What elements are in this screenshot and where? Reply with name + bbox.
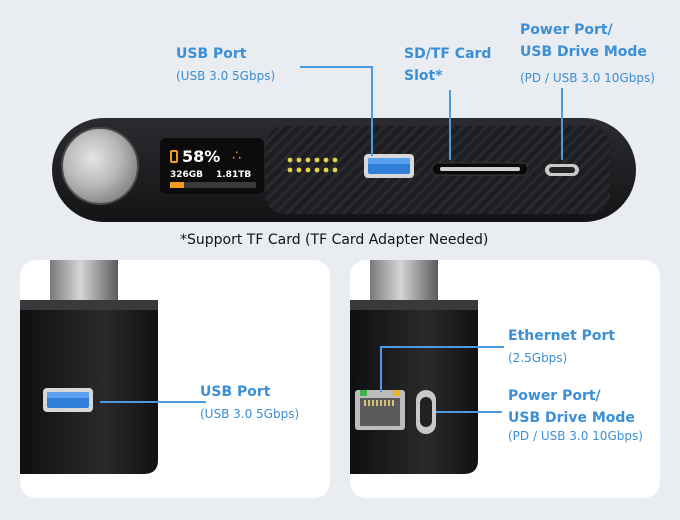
- tf-card-footnote: *Support TF Card (TF Card Adapter Needed…: [180, 232, 489, 248]
- usb-port-leader-h: [300, 66, 372, 68]
- device-top-view: 58% ∴ 326GB 1.81TB USB Port (USB 3.0 5Gb…: [52, 22, 655, 248]
- ethernet-leader-h: [380, 346, 504, 348]
- sd-slot-label-1: SD/TF Card: [404, 46, 492, 62]
- side-usb-leader: [100, 401, 206, 403]
- total-capacity: 1.81TB: [216, 170, 252, 180]
- ethernet-port-sub: (2.5Gbps): [508, 351, 568, 365]
- ethernet-port-label: Ethernet Port: [508, 328, 616, 344]
- side-usb-port-label: USB Port: [200, 384, 271, 400]
- battery-percent: 58%: [182, 147, 221, 166]
- power-port-label-2: USB Drive Mode: [520, 44, 647, 60]
- device-illustration: [52, 118, 636, 222]
- usb-port-label: USB Port: [176, 46, 247, 62]
- panel-usb-side: USB Port (USB 3.0 5Gbps): [20, 260, 330, 498]
- sd-slot-leader: [449, 90, 451, 160]
- side-power-sub: (PD / USB 3.0 10Gbps): [508, 429, 643, 443]
- sd-slot-label-2: Slot*: [404, 68, 443, 84]
- usb-port-sub: (USB 3.0 5Gbps): [176, 69, 276, 83]
- side-power-label-2: USB Drive Mode: [508, 410, 635, 426]
- power-port-sub: (PD / USB 3.0 10Gbps): [520, 71, 655, 85]
- usb-port-leader-v: [371, 66, 373, 156]
- wifi-icon: ∴: [232, 148, 241, 164]
- side-usb-port-sub: (USB 3.0 5Gbps): [200, 407, 300, 421]
- battery-icon: [170, 150, 178, 163]
- device-side-illustration-2: [350, 260, 478, 474]
- capacity-bar-fill: [170, 182, 184, 188]
- panel-ethernet-side: Ethernet Port (2.5Gbps) Power Port/ USB …: [350, 260, 660, 498]
- capacity-bar: [170, 182, 256, 188]
- side-power-label-1: Power Port/: [508, 388, 601, 404]
- ethernet-leader-v: [380, 346, 382, 392]
- device-side-illustration: [20, 260, 158, 474]
- side-power-leader: [436, 411, 502, 413]
- used-capacity: 326GB: [170, 170, 204, 180]
- power-port-label-1: Power Port/: [520, 22, 613, 38]
- status-display: 58% ∴ 326GB 1.81TB: [168, 146, 258, 190]
- power-port-leader: [561, 88, 563, 160]
